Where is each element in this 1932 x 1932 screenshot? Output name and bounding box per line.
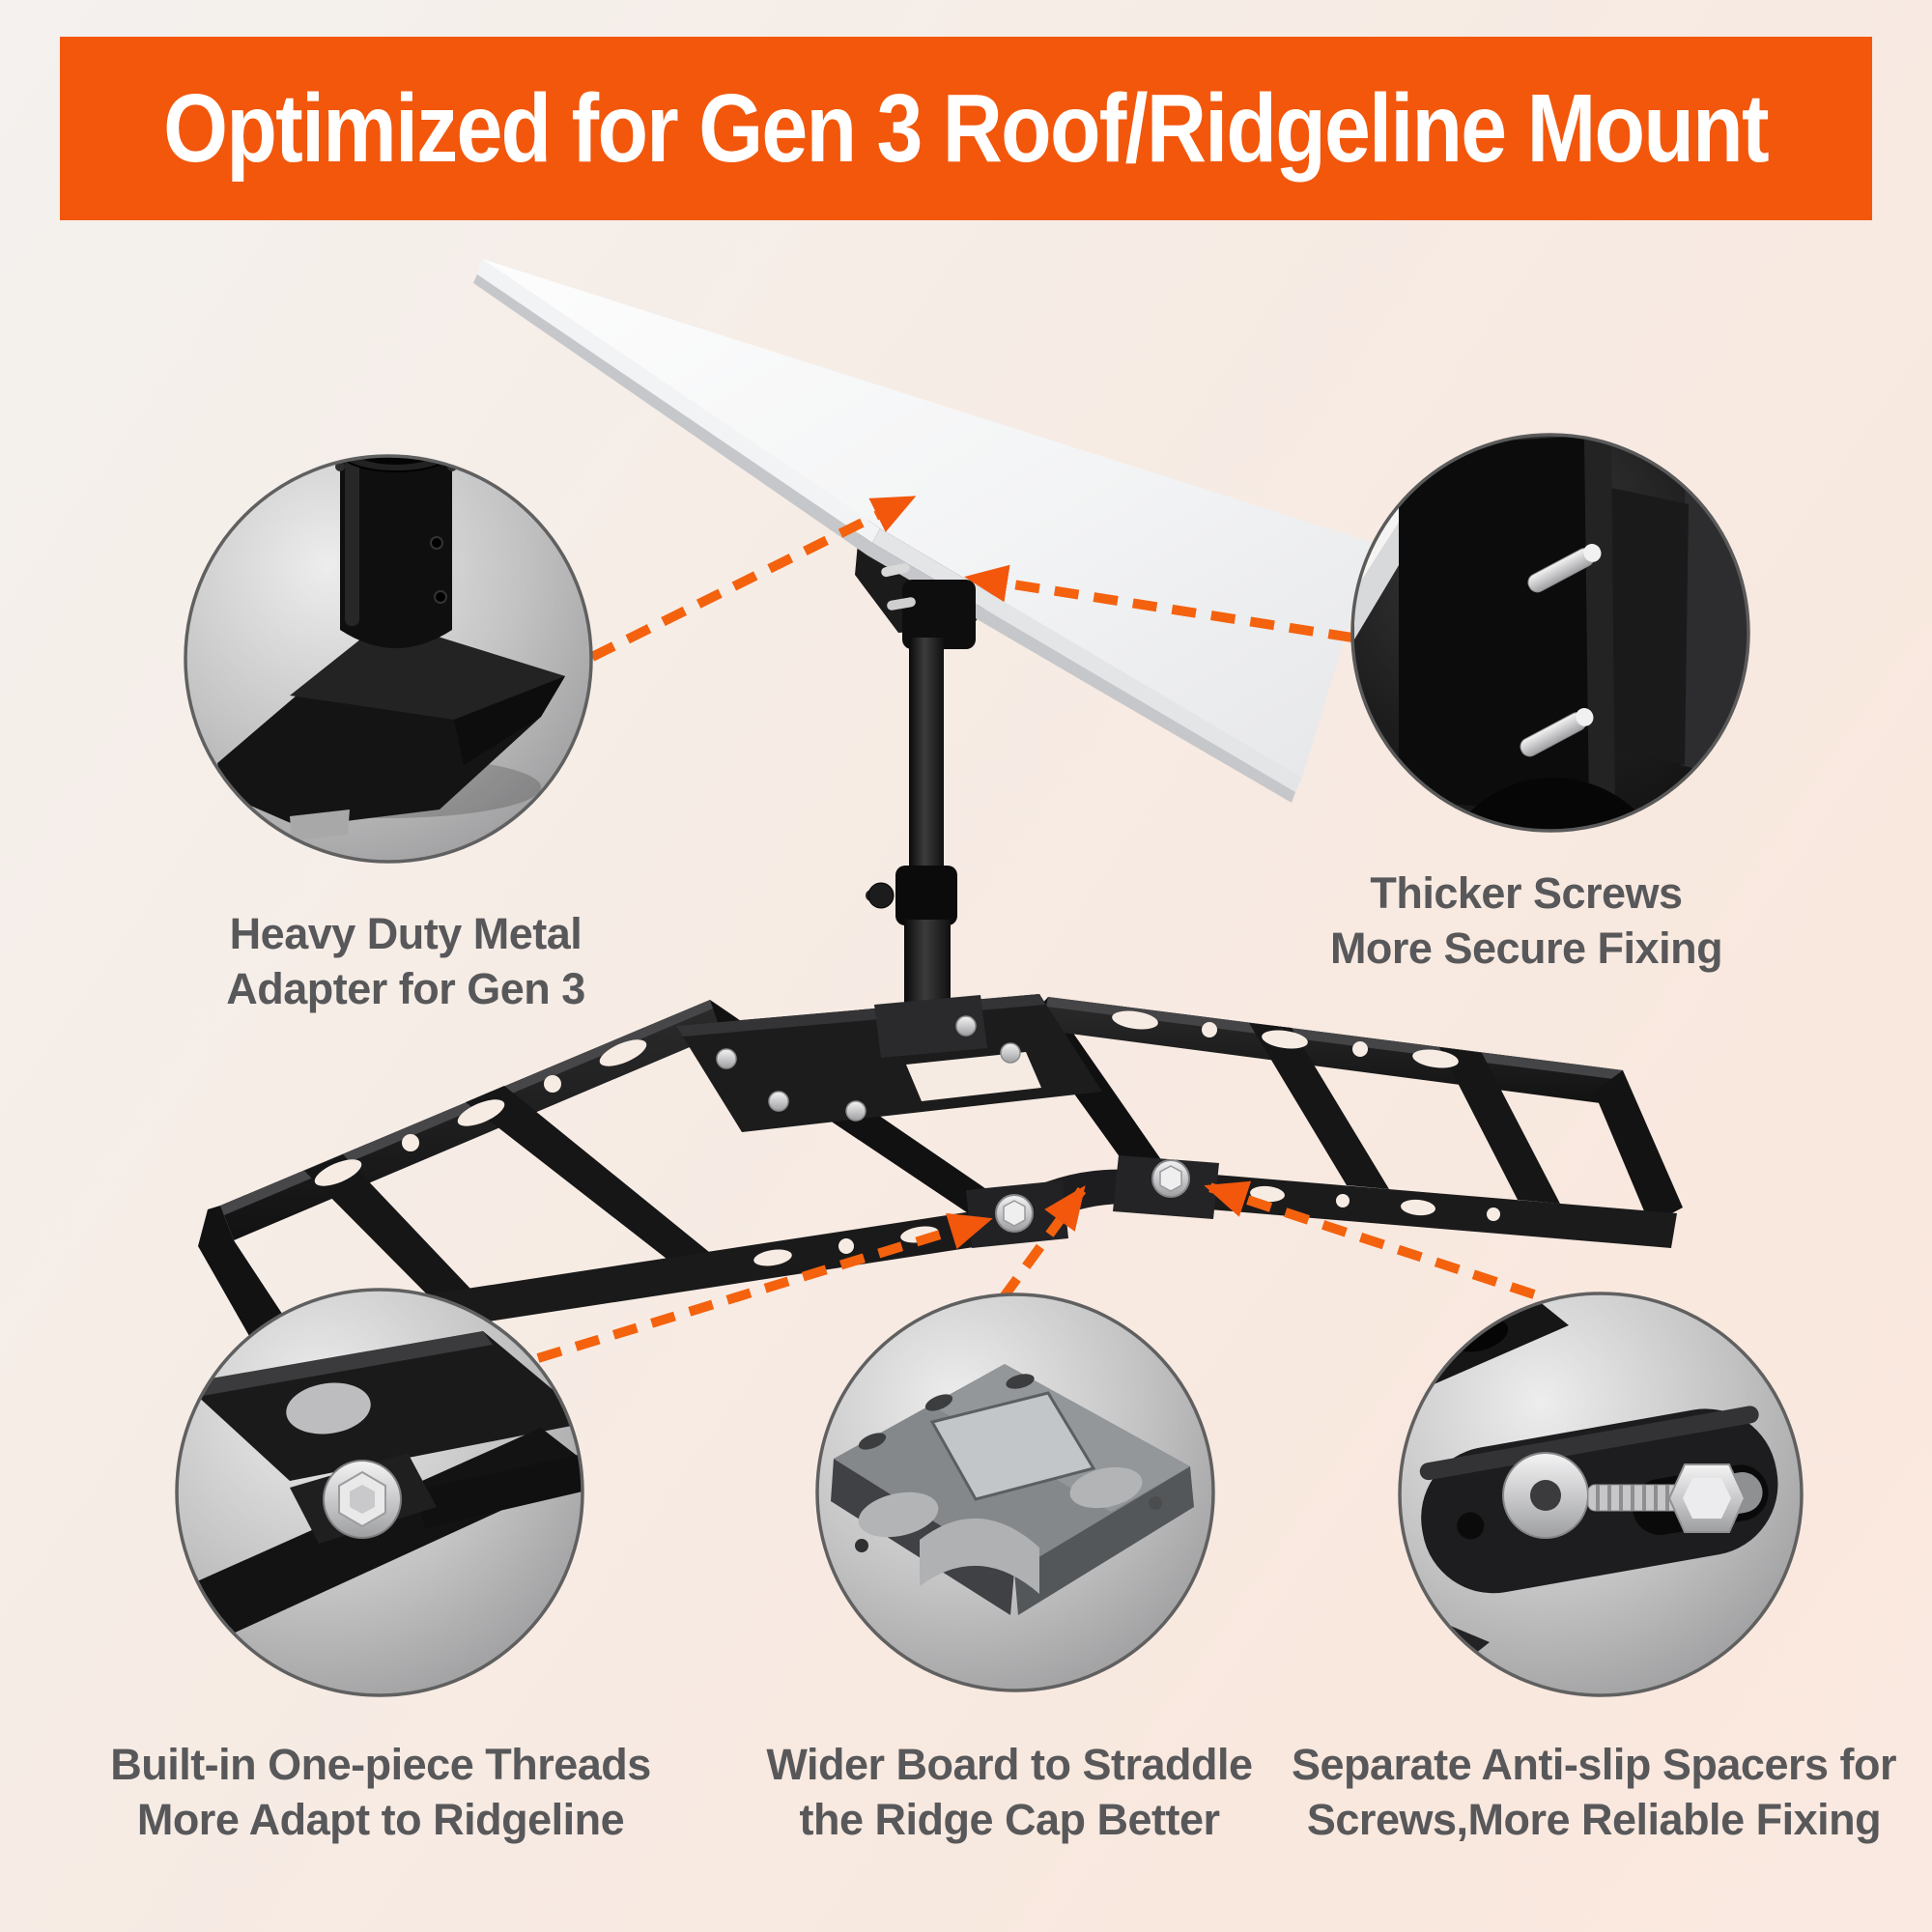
- caption-line: the Ridge Cap Better: [799, 1795, 1220, 1844]
- callout-circle-spacers: [1398, 1292, 1804, 1697]
- arrow-thicker-screws: [964, 564, 1353, 642]
- rail-slot-holes: [1112, 1010, 1500, 1221]
- bracket-right-wing: [1024, 997, 1683, 1248]
- center-base-plate: [676, 994, 1102, 1132]
- ridge-arch-cutout: [920, 1518, 1039, 1594]
- banner: Optimized for Gen 3 Roof/Ridgeline Mount: [60, 37, 1872, 220]
- arrow-wider-board: [998, 1185, 1087, 1301]
- hinge-bolt-right: [1151, 1159, 1190, 1198]
- clamp-screw-pin: [881, 562, 910, 578]
- arrow-adapter: [589, 494, 917, 662]
- pole-collar: [895, 866, 957, 925]
- plate-bolts: [716, 1015, 1021, 1122]
- caption-line: Heavy Duty Metal: [229, 909, 582, 958]
- caption-board: Wider Board to Straddle the Ridge Cap Be…: [766, 1737, 1253, 1847]
- caption-threads: Built-in One-piece Threads More Adapt to…: [110, 1737, 651, 1847]
- caption-line: Screws,More Reliable Fixing: [1306, 1795, 1882, 1844]
- hinge-bolt-left: [995, 1194, 1034, 1233]
- banner-title: Optimized for Gen 3 Roof/Ridgeline Mount: [163, 73, 1770, 183]
- callout-circle-adapter: [184, 454, 593, 864]
- spacer-bolt: [1587, 1463, 1747, 1533]
- caption-adapter: Heavy Duty Metal Adapter for Gen 3: [226, 906, 585, 1016]
- caption-line: Wider Board to Straddle: [766, 1740, 1253, 1789]
- pole-clamp: [902, 580, 976, 649]
- caption-line: More Adapt to Ridgeline: [136, 1795, 625, 1844]
- clamp-screw-pin: [887, 597, 916, 611]
- tension-knob: [867, 882, 895, 909]
- caption-line: Adapter for Gen 3: [226, 964, 585, 1013]
- rail-slot-holes: [314, 1039, 939, 1266]
- thick-screw: [1527, 544, 1602, 593]
- caption-spacers: Separate Anti-slip Spacers for Screws,Mo…: [1291, 1737, 1897, 1847]
- caption-line: More Secure Fixing: [1329, 923, 1723, 973]
- caption-line: Separate Anti-slip Spacers for: [1291, 1740, 1897, 1789]
- callout-circle-threads: [175, 1288, 584, 1697]
- arrow-spacers: [1204, 1180, 1536, 1299]
- callout-arrows: [536, 494, 1536, 1363]
- callout-circle-board: [815, 1293, 1215, 1692]
- thick-screw: [1520, 708, 1594, 757]
- pole-upper: [909, 638, 944, 875]
- caption-screws: Thicker Screws More Secure Fixing: [1329, 866, 1723, 976]
- caption-line: Thicker Screws: [1370, 868, 1683, 918]
- caption-line: Built-in One-piece Threads: [110, 1740, 651, 1789]
